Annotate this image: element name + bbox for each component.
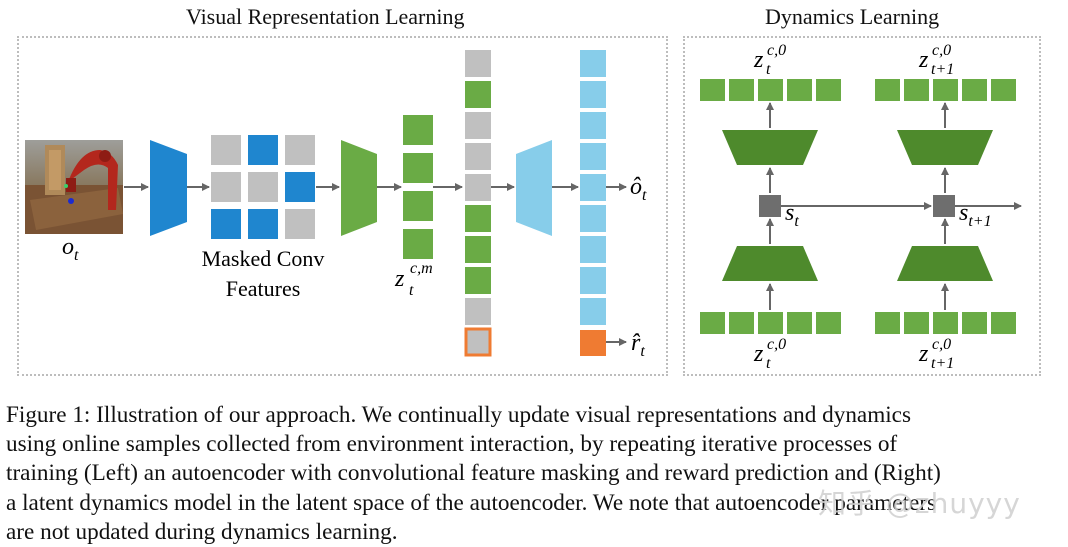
svg-text:t+1: t+1 xyxy=(931,61,954,78)
z-t1-top-label: z c,0 t+1 xyxy=(918,42,954,78)
dynamics-encoder-t1 xyxy=(897,246,993,281)
right-panel-title: Dynamics Learning xyxy=(765,4,940,29)
ohat-label: ôt xyxy=(630,174,647,204)
svg-text:c,m: c,m xyxy=(410,260,433,277)
masked-conv-label-line1: Masked Conv xyxy=(202,246,325,271)
caption-line: training (Left) an autoencoder with conv… xyxy=(6,460,941,487)
state-t1 xyxy=(933,195,955,217)
caption-line: Figure 1: Illustration of our approach. … xyxy=(6,402,912,428)
z-t-top-row xyxy=(700,79,841,101)
output-column xyxy=(580,50,606,356)
figure-caption: Figure 1: Illustration of our approach. … xyxy=(6,401,1064,547)
left-panel-title: Visual Representation Learning xyxy=(186,4,465,29)
observation-label: ot xyxy=(62,234,79,264)
token-column xyxy=(464,50,492,357)
svg-text:z: z xyxy=(918,47,929,73)
masked-conv-features-grid xyxy=(211,135,315,239)
svg-text:t+1: t+1 xyxy=(931,355,954,372)
zcm-label: z c,m t xyxy=(394,260,433,299)
decoder xyxy=(516,140,552,236)
rhat-label: r̂t xyxy=(631,330,645,360)
state-t xyxy=(759,195,781,217)
s-t-label: st xyxy=(785,200,799,230)
svg-text:c,0: c,0 xyxy=(767,336,786,353)
svg-text:z: z xyxy=(753,341,764,367)
z-t-bottom-label: z c,0 t xyxy=(753,336,786,372)
figure-diagram: ot Masked Conv Features z c,m t ôt r̂t xyxy=(25,42,1022,372)
svg-text:z: z xyxy=(753,47,764,73)
dynamics-decoder-t xyxy=(722,130,818,165)
s-t1-label: st+1 xyxy=(959,200,992,230)
left-panel-frame xyxy=(17,36,668,376)
svg-text:z: z xyxy=(394,266,405,292)
z-t1-bottom-label: z c,0 t+1 xyxy=(918,336,954,372)
conv-encoder xyxy=(150,140,187,236)
svg-text:t: t xyxy=(409,282,414,299)
z-t-bottom-row xyxy=(700,312,841,334)
z-t1-bottom-row xyxy=(875,312,1016,334)
right-panel-frame xyxy=(683,36,1041,376)
svg-text:c,0: c,0 xyxy=(932,336,951,353)
caption-line: using online samples collected from envi… xyxy=(6,431,898,458)
observation-image xyxy=(25,140,123,234)
svg-text:t: t xyxy=(766,61,771,78)
svg-text:c,0: c,0 xyxy=(932,42,951,59)
svg-text:c,0: c,0 xyxy=(767,42,786,59)
svg-text:t: t xyxy=(766,355,771,372)
latent-encoder xyxy=(341,140,377,236)
z-t1-top-row xyxy=(875,79,1016,101)
caption-line: are not updated during dynamics learning… xyxy=(6,518,398,545)
dynamics-decoder-t1 xyxy=(897,130,993,165)
z-t-top-label: z c,0 t xyxy=(753,42,786,78)
watermark: 知乎 @zhuyyy xyxy=(818,487,1021,520)
dynamics-encoder-t xyxy=(722,246,818,281)
svg-text:z: z xyxy=(918,341,929,367)
latent-zcm-column xyxy=(403,115,433,259)
masked-conv-label-line2: Features xyxy=(226,276,301,301)
caption-line: a latent dynamics model in the latent sp… xyxy=(6,489,936,516)
